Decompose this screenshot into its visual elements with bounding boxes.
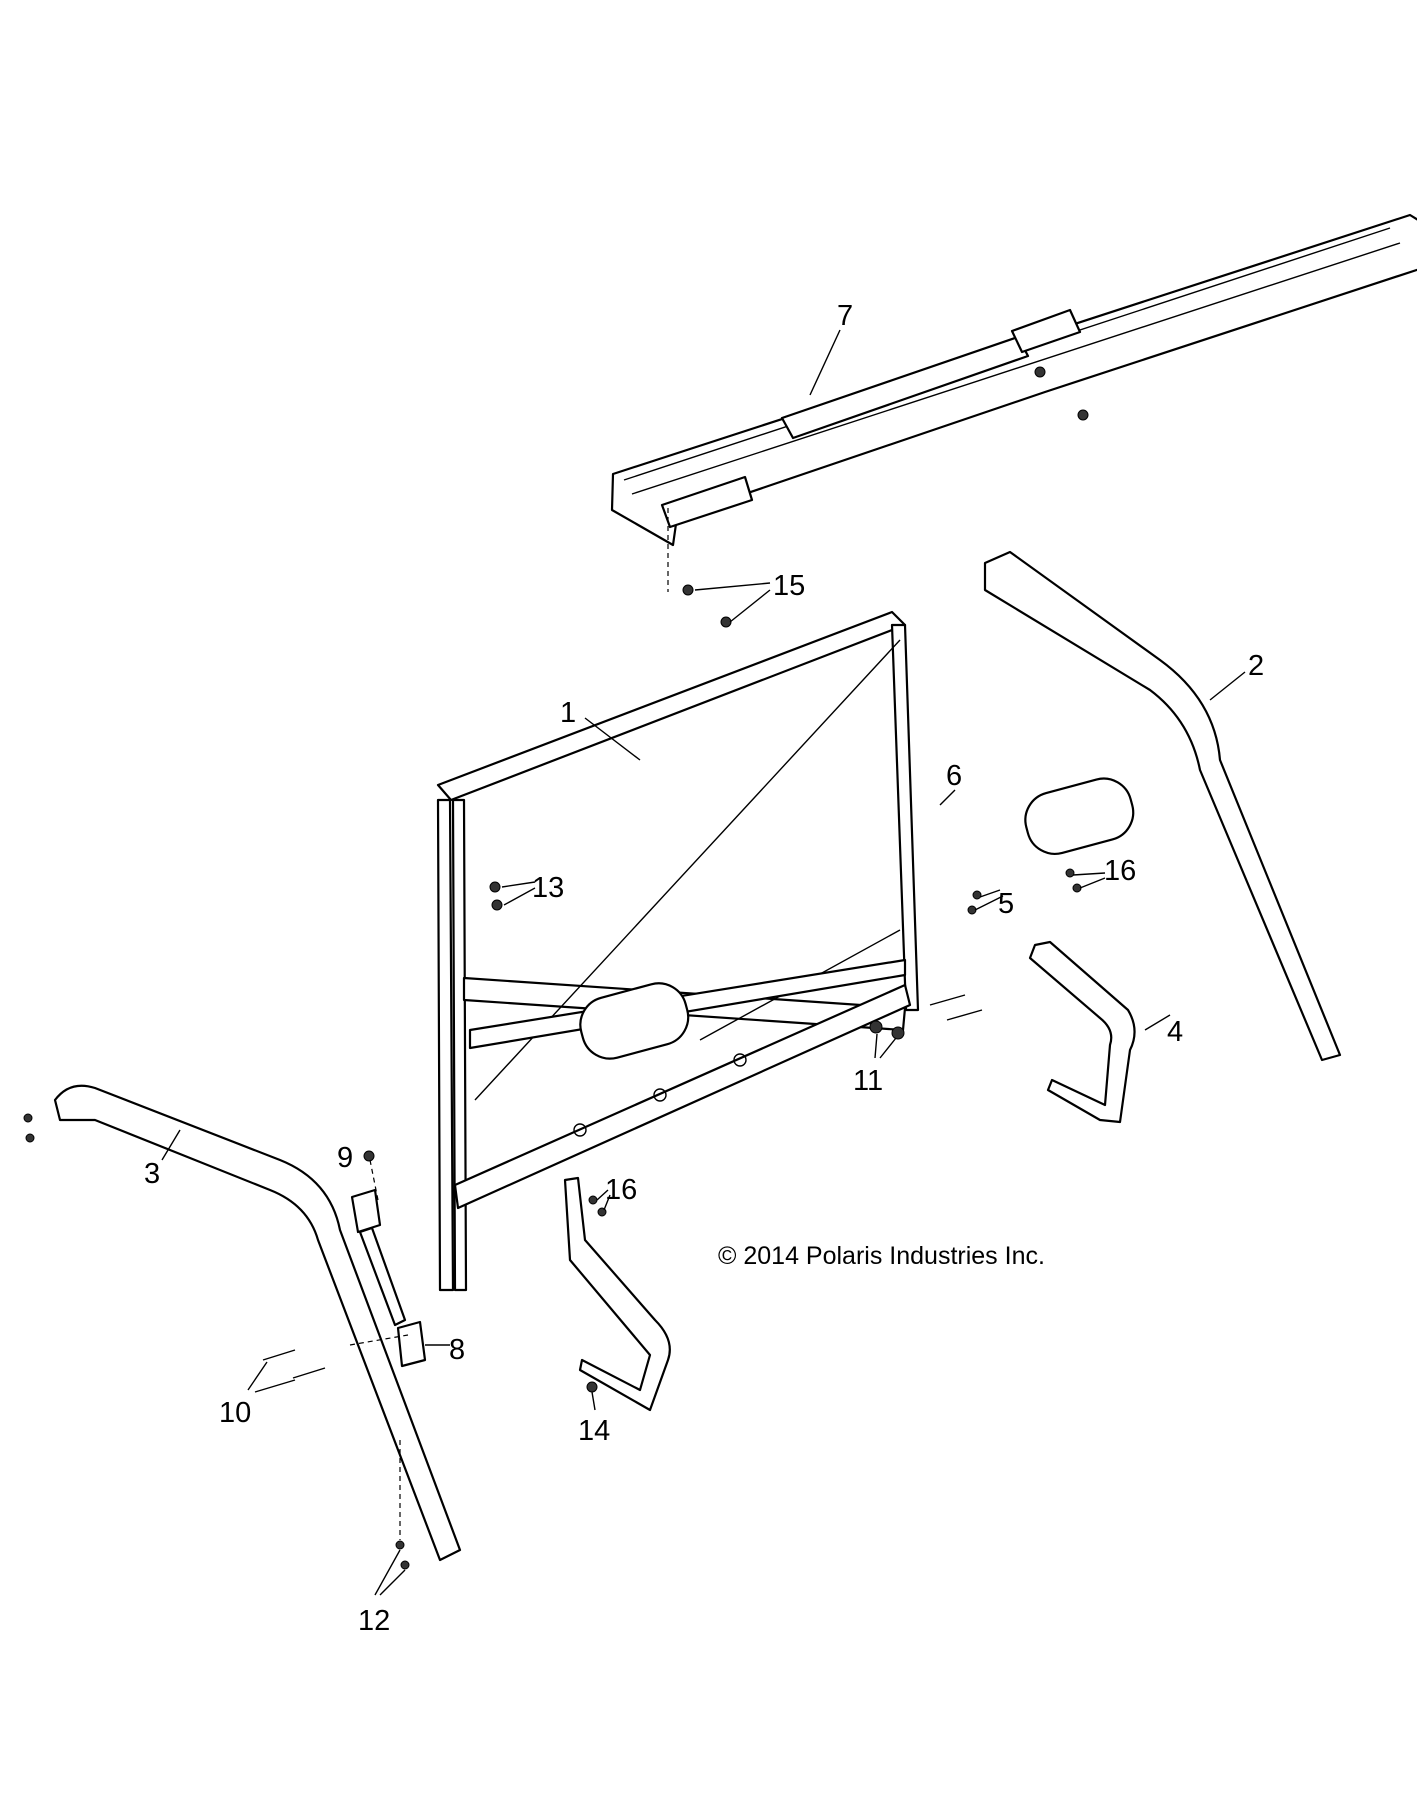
left-rear-tube [53, 1084, 462, 1562]
callout-16-right: 16 [1104, 855, 1136, 887]
headrest-left [579, 982, 690, 1060]
roof-trim-panel [610, 213, 1417, 547]
callout-4: 4 [1167, 1016, 1183, 1048]
hardware [23, 584, 1082, 1570]
mount-bracket-top [350, 1188, 382, 1234]
left-grab-handle [563, 1176, 671, 1412]
callout-3: 3 [144, 1158, 160, 1190]
callout-6: 6 [946, 760, 962, 792]
right-rear-tube [983, 550, 1342, 1062]
copyright-text: © 2014 Polaris Industries Inc. [718, 1242, 1045, 1270]
callout-16-left: 16 [605, 1174, 637, 1206]
leader-lines [161, 329, 1246, 1596]
callout-14: 14 [578, 1415, 610, 1447]
callout-11: 11 [853, 1065, 883, 1097]
cab-frame [436, 610, 920, 1292]
callout-13: 13 [532, 872, 564, 904]
strut [358, 1226, 407, 1327]
headrest-right [1024, 777, 1135, 855]
callout-12: 12 [358, 1605, 390, 1637]
callout-9: 9 [337, 1142, 353, 1174]
callout-10: 10 [219, 1397, 251, 1429]
callout-15: 15 [773, 570, 805, 602]
callout-7: 7 [837, 300, 853, 332]
mount-bracket [396, 1320, 427, 1368]
right-grab-handle [1028, 940, 1136, 1124]
callout-8: 8 [449, 1334, 465, 1366]
callout-5: 5 [998, 888, 1014, 920]
callout-1: 1 [560, 697, 576, 729]
callout-2: 2 [1248, 650, 1264, 682]
